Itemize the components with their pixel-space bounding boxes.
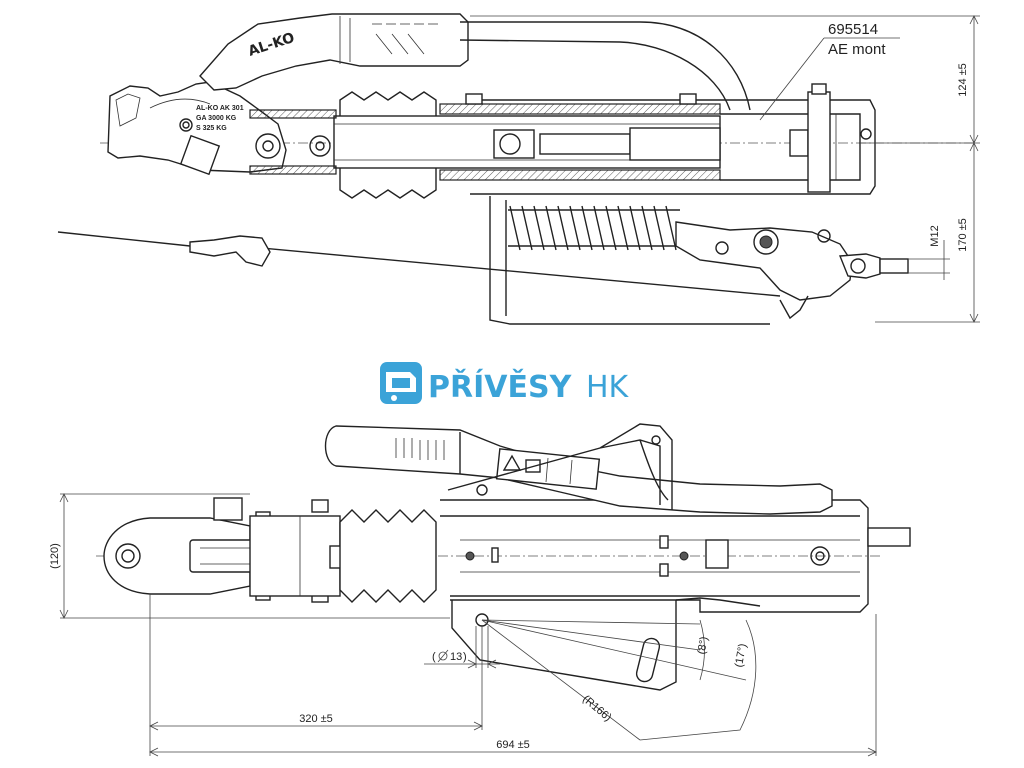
manual-book-icon (525, 459, 541, 473)
dim-m12: M12 (929, 225, 941, 246)
ball-socket (115, 543, 141, 569)
brake-lever (675, 221, 853, 301)
coupling-head-top (103, 517, 251, 595)
side-plate (451, 600, 677, 691)
lever-hoop-top (447, 423, 673, 510)
side-view: AL-KO AK 301 GA 3000 KG S 325 KG AL-KO (57, 13, 980, 325)
grip-ribs-top (395, 438, 445, 460)
bracket-lower (489, 196, 770, 325)
dim-angle-8: (8°) (696, 636, 711, 656)
handbrake-lever-grip (199, 13, 469, 91)
plate-s: S 325 KG (196, 125, 227, 132)
indicator-pin (213, 497, 243, 521)
housing-section-top (439, 103, 721, 115)
dim-hole-paren-close: ) (463, 651, 467, 663)
dim-320: 320 ±5 (299, 713, 333, 725)
dim-694: 694 ±5 (496, 739, 530, 751)
diameter-symbol (438, 651, 448, 661)
bellows-top (339, 509, 437, 603)
axle-bracket (807, 91, 831, 193)
rod-end (867, 527, 911, 547)
part-leader (759, 37, 825, 121)
dim-120: (120) (49, 543, 61, 569)
housing-frame (470, 99, 876, 195)
privesy-logo: PŘÍVĚSY HK (380, 362, 630, 405)
dim-hole-diameter: 13 (450, 651, 462, 663)
plate-ga: GA 3000 KG (196, 115, 237, 122)
top-view: (120) ( 13 ) (R166) (8°) (17°) 320 ±5 69… (49, 423, 911, 757)
dim-radius: (R166) (580, 693, 613, 724)
warning-label (495, 448, 601, 490)
coupling-bolt (179, 118, 193, 132)
lever-hoop (459, 21, 751, 111)
dim-124: 124 ±5 (957, 63, 969, 97)
frame-top (440, 499, 869, 613)
dim-hole-paren-open: ( (432, 651, 436, 663)
pivot-nut (255, 133, 281, 159)
housing-section-bottom (439, 169, 721, 181)
dim-170: 170 ±5 (957, 218, 969, 252)
axle-nut (810, 546, 830, 566)
dim-angle-17: (17°) (733, 643, 749, 669)
logo-text-suffix: HK (586, 370, 630, 405)
coil-spring (508, 205, 680, 251)
plate-model: AL-KO AK 301 (196, 105, 244, 112)
warning-triangle-icon (502, 454, 522, 471)
radius-line (481, 619, 641, 741)
stabiliser-pad (179, 134, 221, 176)
part-variant: AE mont (828, 41, 886, 58)
logo-text-main: PŘÍVĚSY (428, 369, 573, 405)
m12-thread-rod (879, 258, 909, 274)
lever-pivot (753, 229, 779, 255)
breakaway-cable (57, 231, 781, 297)
grip-ribs (372, 23, 438, 55)
slot-hole (635, 637, 661, 683)
part-number: 695514 (828, 21, 878, 38)
